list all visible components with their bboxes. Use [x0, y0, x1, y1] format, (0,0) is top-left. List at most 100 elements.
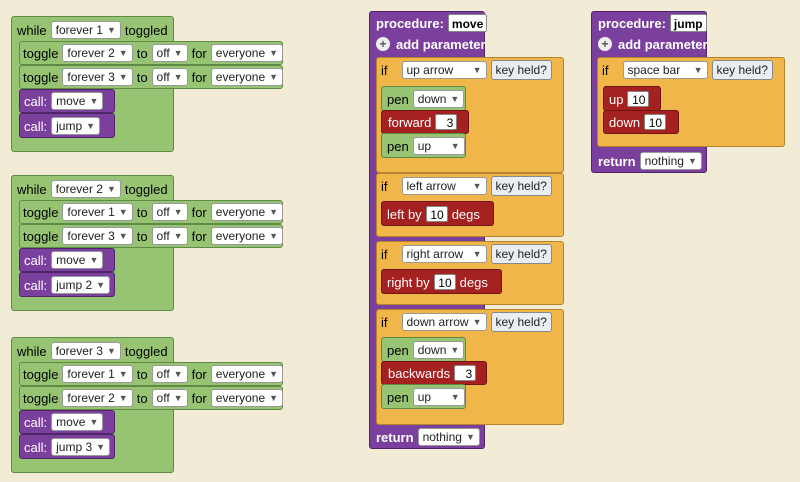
return-dropdown[interactable]: nothing▼ [639, 152, 702, 170]
forever-dropdown[interactable]: forever 3▼ [50, 342, 121, 360]
toggle-state-dropdown[interactable]: off▼ [151, 203, 188, 221]
toggle-who-dropdown[interactable]: everyone▼ [210, 227, 284, 245]
call-dropdown[interactable]: jump 2▼ [51, 276, 111, 294]
toggle-who-dropdown[interactable]: everyone▼ [210, 68, 284, 86]
call-dropdown[interactable]: move▼ [51, 92, 104, 110]
add-parameter-button[interactable]: + add parameter [376, 35, 486, 53]
toggle-label: toggle [23, 390, 59, 406]
toggle-state-dropdown[interactable]: off▼ [151, 365, 188, 383]
chevron-down-icon: ▼ [106, 346, 116, 356]
for-label: for [191, 390, 207, 406]
chevron-down-icon: ▼ [450, 141, 460, 151]
down-input[interactable]: 10 [644, 114, 667, 130]
down-label: down [609, 114, 641, 130]
for-label: for [191, 204, 207, 220]
pen-dropdown[interactable]: down▼ [412, 90, 465, 108]
key-dropdown[interactable]: left arrow▼ [401, 177, 487, 195]
chevron-down-icon: ▼ [472, 65, 482, 75]
toggle-state-dropdown[interactable]: off▼ [151, 44, 188, 62]
add-parameter-button[interactable]: + add parameter [598, 35, 708, 53]
return-dropdown[interactable]: nothing▼ [417, 428, 480, 446]
call-label: call: [24, 93, 48, 109]
toggle-target-dropdown[interactable]: forever 2▼ [62, 44, 133, 62]
to-label: to [136, 69, 148, 85]
key-held-label: key held? [490, 312, 552, 332]
call-dropdown[interactable]: move▼ [51, 413, 104, 431]
chevron-down-icon: ▼ [269, 207, 279, 217]
key-dropdown[interactable]: right arrow▼ [401, 245, 487, 263]
chevron-down-icon: ▼ [450, 392, 460, 402]
key-held-label: key held? [711, 60, 773, 80]
plus-icon: + [376, 37, 390, 51]
procedure-label: procedure: [376, 15, 444, 31]
pen-dropdown[interactable]: up▼ [412, 137, 465, 155]
toggled-label: toggled [124, 22, 168, 38]
chevron-down-icon: ▼ [472, 249, 482, 259]
pen-label: pen [387, 342, 409, 358]
chevron-down-icon: ▼ [96, 442, 106, 452]
procedure-name-input[interactable]: move [447, 14, 488, 32]
toggle-state-dropdown[interactable]: off▼ [151, 389, 188, 407]
pen-label: pen [387, 138, 409, 154]
toggle-who-dropdown[interactable]: everyone▼ [210, 365, 284, 383]
toggle-who-dropdown[interactable]: everyone▼ [210, 203, 284, 221]
to-label: to [136, 390, 148, 406]
to-label: to [136, 204, 148, 220]
if-label: if [381, 62, 388, 78]
chevron-down-icon: ▼ [450, 94, 460, 104]
chevron-down-icon: ▼ [173, 231, 183, 241]
call-label: call: [24, 414, 48, 430]
chevron-down-icon: ▼ [118, 48, 128, 58]
left-by-label: left by [387, 206, 422, 222]
toggle-target-dropdown[interactable]: forever 1▼ [62, 365, 133, 383]
up-input[interactable]: 10 [627, 91, 650, 107]
pen-dropdown[interactable]: down▼ [412, 341, 465, 359]
toggle-label: toggle [23, 204, 59, 220]
left-degs-input[interactable]: 10 [425, 206, 448, 222]
toggled-label: toggled [124, 343, 168, 359]
call-dropdown[interactable]: jump▼ [51, 117, 101, 135]
toggle-state-dropdown[interactable]: off▼ [151, 68, 188, 86]
to-label: to [136, 366, 148, 382]
toggle-target-dropdown[interactable]: forever 1▼ [62, 203, 133, 221]
toggle-who-dropdown[interactable]: everyone▼ [210, 44, 284, 62]
down-block[interactable] [603, 110, 679, 134]
chevron-down-icon: ▼ [450, 345, 460, 355]
while-label: while [17, 22, 47, 38]
chevron-down-icon: ▼ [173, 48, 183, 58]
pen-label: pen [387, 91, 409, 107]
toggle-target-dropdown[interactable]: forever 3▼ [62, 68, 133, 86]
forever-dropdown[interactable]: forever 2▼ [50, 180, 121, 198]
chevron-down-icon: ▼ [472, 317, 482, 327]
forward-input[interactable]: 3 [435, 114, 458, 130]
chevron-down-icon: ▼ [89, 417, 99, 427]
forever-dropdown[interactable]: forever 1▼ [50, 21, 121, 39]
chevron-down-icon: ▼ [118, 72, 128, 82]
toggle-who-dropdown[interactable]: everyone▼ [210, 389, 284, 407]
right-degs-input[interactable]: 10 [433, 274, 456, 290]
key-dropdown[interactable]: down arrow▼ [401, 313, 487, 331]
toggle-target-dropdown[interactable]: forever 3▼ [62, 227, 133, 245]
call-dropdown[interactable]: jump 3▼ [51, 438, 111, 456]
while-label: while [17, 343, 47, 359]
key-dropdown[interactable]: up arrow▼ [401, 61, 487, 79]
for-label: for [191, 366, 207, 382]
pen-dropdown[interactable]: up▼ [412, 388, 465, 406]
plus-icon: + [598, 37, 612, 51]
backwards-label: backwards [388, 365, 451, 381]
call-label: call: [24, 439, 48, 455]
call-dropdown[interactable]: move▼ [51, 251, 104, 269]
return-label: return [376, 429, 414, 445]
toggle-target-dropdown[interactable]: forever 2▼ [62, 389, 133, 407]
procedure-name-input[interactable]: jump [669, 14, 707, 32]
backwards-input[interactable]: 3 [454, 365, 477, 381]
chevron-down-icon: ▼ [89, 255, 99, 265]
key-dropdown[interactable]: space bar▼ [622, 61, 708, 79]
if-label: if [381, 314, 388, 330]
key-held-label: key held? [490, 60, 552, 80]
chevron-down-icon: ▼ [269, 72, 279, 82]
chevron-down-icon: ▼ [173, 72, 183, 82]
for-label: for [191, 69, 207, 85]
toggle-state-dropdown[interactable]: off▼ [151, 227, 188, 245]
chevron-down-icon: ▼ [106, 25, 116, 35]
